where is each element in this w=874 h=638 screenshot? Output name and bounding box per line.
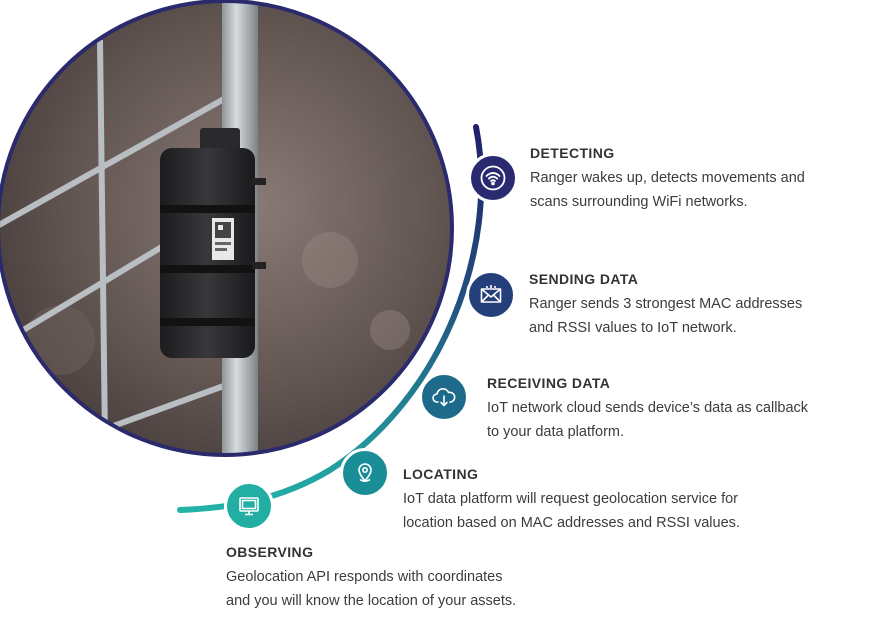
step-title: DETECTING — [530, 145, 615, 161]
step-observing-node — [224, 481, 274, 531]
cloud-download-icon — [432, 388, 456, 407]
step-detecting: DETECTING Ranger wakes up, detects movem… — [530, 145, 805, 214]
device-photo — [0, 1, 452, 455]
location-pin-icon — [358, 463, 372, 483]
step-observing: OBSERVING Geolocation API responds with … — [226, 544, 516, 613]
step-locating-node — [340, 448, 390, 498]
step-receiving-node — [419, 372, 469, 422]
photo-ring — [0, 0, 454, 457]
step-title: LOCATING — [403, 466, 479, 482]
envelope-icon — [480, 285, 502, 303]
step-receiving-data: RECEIVING DATA IoT network cloud sends d… — [487, 375, 808, 444]
wifi-icon — [480, 165, 506, 191]
step-description: IoT network cloud sends device’s data as… — [487, 400, 809, 440]
step-title: RECEIVING DATA — [487, 375, 611, 391]
step-title: SENDING DATA — [529, 271, 639, 287]
monitor-icon — [239, 497, 259, 516]
step-locating: LOCATING IoT data platform will request … — [403, 466, 740, 535]
step-detecting-node — [468, 153, 518, 203]
step-sending-node — [466, 270, 516, 320]
step-description: Geolocation API responds with coordinate… — [226, 569, 517, 609]
step-sending-data: SENDING DATA Ranger sends 3 strongest MA… — [529, 271, 802, 340]
step-description: IoT data platform will request geolocati… — [403, 491, 740, 531]
step-title: OBSERVING — [226, 544, 314, 560]
